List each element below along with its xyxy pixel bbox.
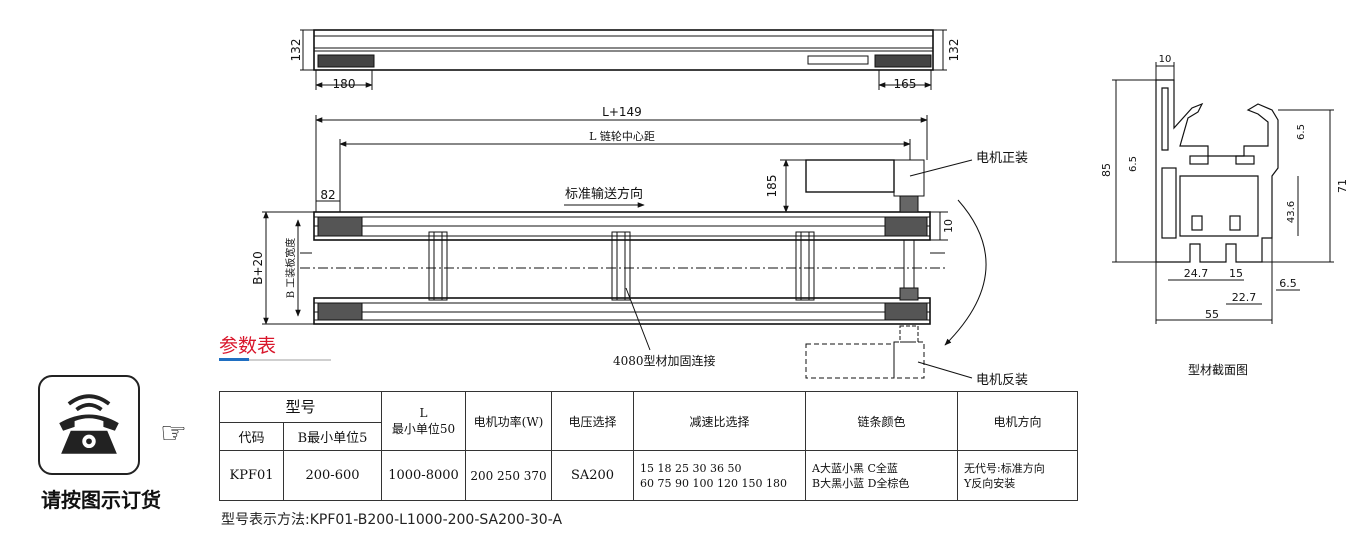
dim-width-inner: B 工装板宽度	[284, 238, 297, 299]
cell-chain-line2: B大黑小蓝 D全棕色	[812, 476, 910, 490]
dim-top-right: 165	[894, 77, 917, 91]
dim-width-outer: B+20	[251, 251, 265, 285]
profile-section-title: 型材截面图	[1188, 363, 1248, 377]
cell-direction-line1: 无代号:标准方向	[964, 461, 1045, 475]
th-code: 代码	[219, 421, 284, 452]
section-title-underline-grey	[249, 359, 331, 361]
profile-dim-right-height: 71	[1336, 179, 1349, 193]
th-chain: 链条颜色	[805, 391, 958, 451]
cell-power: 200 250 370	[465, 450, 552, 501]
profile-dim-b2: 15	[1229, 267, 1243, 280]
top-view	[300, 29, 947, 90]
profile-dim-b5: 55	[1205, 308, 1219, 321]
profile-dim-inner-c: 43.6	[1286, 201, 1297, 223]
profile-dim-inner-a: 6.5	[1296, 124, 1307, 140]
th-model: 型号	[219, 391, 382, 423]
dim-top-height-right: 132	[947, 39, 961, 62]
parameter-table: 型号 L 最小单位50 电机功率(W) 电压选择 减速比选择 链条颜色 电机方向…	[219, 391, 1078, 501]
dim-top-left: 180	[333, 77, 356, 91]
th-direction: 电机方向	[957, 391, 1078, 451]
cell-voltage: SA200	[551, 450, 634, 501]
profile-dim-inner-b: 6.5	[1128, 156, 1139, 172]
dim-motor-height: 185	[765, 175, 779, 198]
order-hint: 请按图示订货	[41, 488, 161, 512]
th-voltage: 电压选择	[551, 391, 634, 451]
cell-code: KPF01	[219, 450, 284, 501]
phone-icon	[38, 375, 140, 475]
th-l-top: L	[419, 405, 428, 420]
cell-ratio-line1: 15 18 25 30 36 50	[640, 461, 742, 475]
cell-l: 1000-8000	[381, 450, 466, 501]
dim-end-offset: 82	[320, 188, 335, 202]
section-title-underline-blue	[219, 358, 249, 361]
profile-dim-top: 10	[1159, 54, 1172, 65]
pointing-hand-icon: ☞	[160, 416, 187, 451]
main-view	[262, 115, 987, 379]
profile-dim-left-height: 85	[1100, 163, 1113, 177]
th-l-bottom: 最小单位50	[391, 421, 456, 436]
cell-ratio-line2: 60 75 90 100 120 150 180	[640, 476, 787, 490]
direction-label: 标准输送方向	[565, 186, 643, 202]
motor-reverse-label: 电机反装	[976, 373, 1028, 388]
profile-dim-b3: 22.7	[1232, 291, 1257, 304]
cell-ratio: 15 18 25 30 36 50 60 75 90 100 120 150 1…	[633, 450, 806, 501]
dim-sprocket-distance: L 链轮中心距	[589, 129, 655, 143]
dim-total-length: L+149	[602, 105, 642, 119]
th-ratio: 减速比选择	[633, 391, 806, 451]
cell-direction-line2: Y反向安装	[964, 476, 1016, 490]
th-l: L 最小单位50	[381, 391, 466, 451]
section-title: 参数表	[219, 335, 276, 357]
profile-dim-b4: 6.5	[1279, 277, 1297, 290]
cell-b: 200-600	[283, 450, 382, 501]
profile-dim-b1: 24.7	[1184, 267, 1209, 280]
motor-normal-label: 电机正装	[976, 151, 1028, 166]
cell-chain: A大蓝小黑 C全蓝 B大黑小蓝 D全棕色	[805, 450, 958, 501]
dim-gap: 10	[942, 219, 955, 233]
cell-chain-line1: A大蓝小黑 C全蓝	[812, 461, 898, 475]
cell-direction: 无代号:标准方向 Y反向安装	[957, 450, 1078, 501]
th-b: B最小单位5	[283, 421, 382, 452]
dim-top-height-left: 132	[289, 39, 303, 62]
profile-note-label: 4080型材加固连接	[613, 353, 716, 368]
profile-section	[1112, 62, 1334, 324]
th-power: 电机功率(W)	[465, 391, 552, 451]
model-formula: 型号表示方法:KPF01-B200-L1000-200-SA200-30-A	[221, 512, 563, 528]
